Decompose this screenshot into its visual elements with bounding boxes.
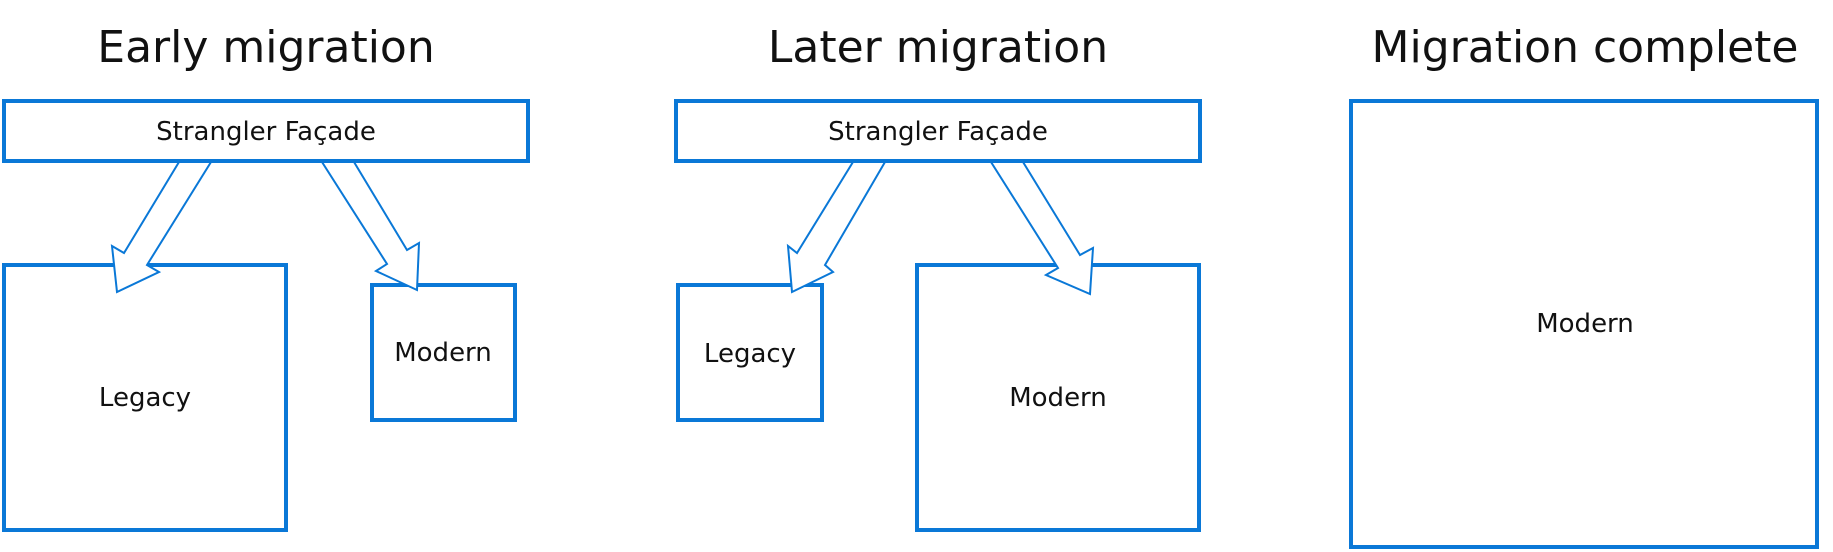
panel-later-migration: Later migration Strangler Façade Legacy … bbox=[674, 22, 1202, 532]
legacy-label-later: Legacy bbox=[704, 339, 796, 369]
facade-box-early bbox=[2, 99, 530, 163]
modern-label-complete: Modern bbox=[1536, 309, 1634, 339]
modern-box-later bbox=[915, 263, 1201, 532]
legacy-box-later bbox=[676, 283, 824, 422]
legacy-label-early: Legacy bbox=[99, 383, 191, 413]
legacy-box-early bbox=[2, 263, 288, 532]
arrow-to-modern-early-icon bbox=[320, 161, 421, 292]
facade-label-later: Strangler Façade bbox=[828, 117, 1048, 147]
panel-title-complete: Migration complete bbox=[1372, 22, 1799, 73]
modern-box-complete bbox=[1349, 99, 1819, 549]
panel-title-early: Early migration bbox=[97, 22, 434, 73]
panel-migration-complete: Migration complete Modern bbox=[1349, 22, 1819, 549]
arrow-to-legacy-later-icon bbox=[786, 161, 887, 294]
facade-label-early: Strangler Façade bbox=[156, 117, 376, 147]
arrow-to-legacy-early-icon bbox=[110, 161, 213, 294]
modern-label-later: Modern bbox=[1009, 383, 1107, 413]
modern-box-early bbox=[370, 283, 517, 422]
panel-title-later: Later migration bbox=[768, 22, 1108, 73]
arrow-to-modern-later-icon bbox=[989, 161, 1095, 296]
modern-label-early: Modern bbox=[394, 338, 492, 368]
panel-early-migration: Early migration Strangler Façade Legacy … bbox=[2, 22, 530, 532]
facade-box-later bbox=[674, 99, 1202, 163]
